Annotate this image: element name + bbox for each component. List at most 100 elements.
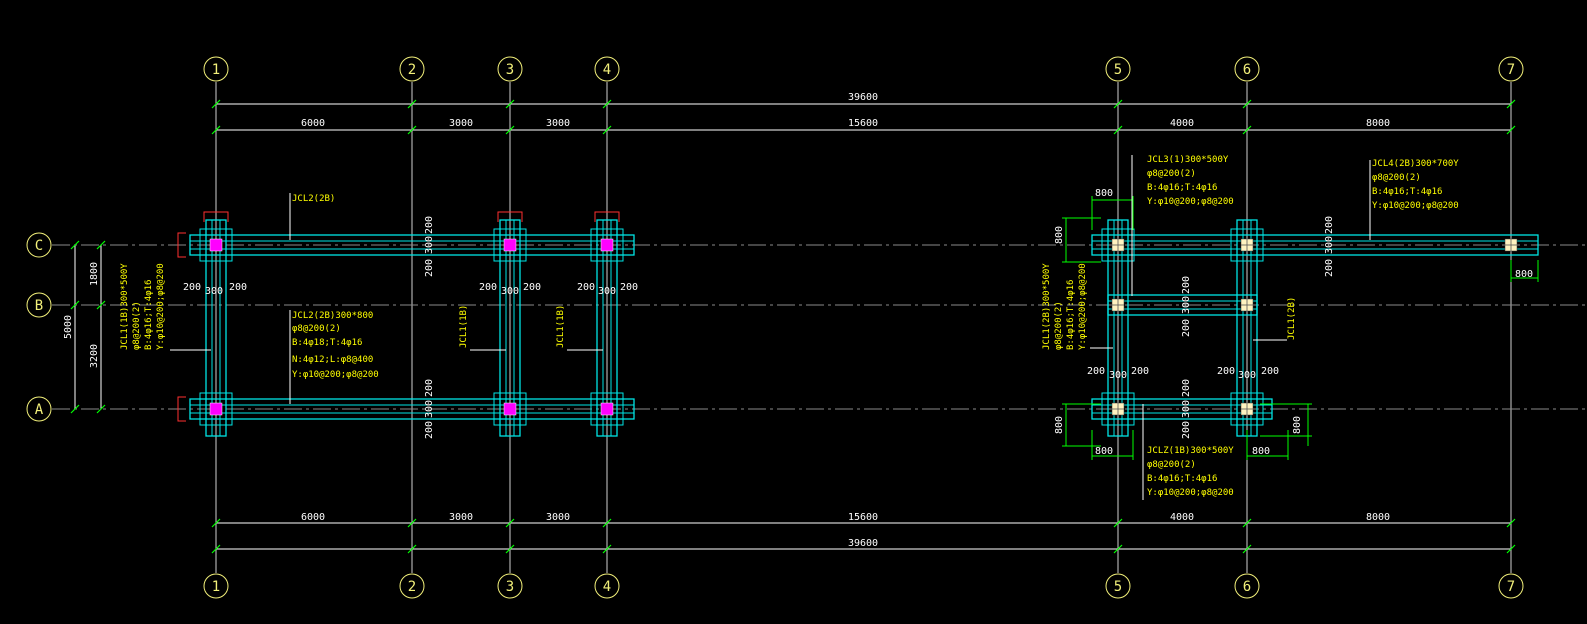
svg-text:JCL1(2B): JCL1(2B) [1287, 297, 1297, 340]
note-jcl1-left: JCL1(1B)300*500Y φ8@200(2) B:4φ16;T:4φ16… [120, 263, 211, 351]
width-label-200: 200 [523, 282, 541, 293]
axis-bubble-A: A [26, 396, 52, 422]
svg-text:JCL1(1B)300*500Y: JCL1(1B)300*500Y [120, 263, 130, 350]
svg-text:6: 6 [1243, 579, 1251, 595]
svg-text:7: 7 [1507, 579, 1515, 595]
axis-bubble-7-bottom: 7 [1498, 573, 1524, 599]
pad [493, 392, 527, 426]
width-label-200: 200 [577, 282, 595, 293]
red-end-mark [497, 211, 523, 222]
width-label-800: 800 [1252, 446, 1270, 457]
column-magenta [600, 238, 614, 252]
dim-tick [407, 99, 417, 109]
width-label-300: 300 [1324, 236, 1335, 254]
dim-tick [70, 240, 80, 250]
beam-col-5 [1107, 219, 1129, 437]
dim-tick [407, 125, 417, 135]
dim-tick [96, 300, 106, 310]
axis-bubble-C: C [26, 232, 52, 258]
svg-text:3: 3 [506, 62, 514, 78]
dim-tick [407, 544, 417, 554]
width-label-300: 300 [424, 236, 435, 254]
dimension-lines [70, 99, 1516, 554]
width-label-200: 200 [1217, 366, 1235, 377]
width-label-200: 200 [479, 282, 497, 293]
axis-bubble-1-top: 1 [203, 56, 229, 82]
dim-tick [1506, 544, 1516, 554]
note-jcl3: JCL3(1)300*500Y φ8@200(2) B:4φ16;T:4φ16 … [1131, 155, 1234, 296]
pad [590, 392, 624, 426]
svg-text:Y:φ10@200;φ8@200: Y:φ10@200;φ8@200 [1147, 488, 1234, 498]
dim-tick [602, 544, 612, 554]
dim-tick [1242, 99, 1252, 109]
svg-text:Y:φ10@200;φ8@200: Y:φ10@200;φ8@200 [292, 370, 379, 380]
pad [1230, 228, 1264, 262]
svg-text:JCL1(2B)300*500Y: JCL1(2B)300*500Y [1042, 263, 1052, 350]
svg-text:φ8@200(2): φ8@200(2) [1054, 301, 1064, 350]
axis-bubble-4-bottom: 4 [594, 573, 620, 599]
width-label-200: 200 [1131, 366, 1149, 377]
width-label-200: 200 [1181, 319, 1192, 337]
svg-text:JCL1(1B): JCL1(1B) [459, 305, 469, 348]
width-label-800: 800 [1515, 269, 1533, 280]
dim-tick [1113, 125, 1123, 135]
dim-top-overall: 39600 [848, 92, 878, 103]
dim-tick [211, 99, 221, 109]
width-label-200: 200 [424, 421, 435, 439]
svg-text:1: 1 [212, 62, 220, 78]
dim-top-seg-6: 8000 [1366, 118, 1390, 129]
svg-text:φ8@200(2): φ8@200(2) [1147, 169, 1196, 179]
svg-text:B:4φ16;T:4φ16: B:4φ16;T:4φ16 [144, 280, 154, 350]
axis-bubble-5-bottom: 5 [1105, 573, 1131, 599]
width-label-200: 200 [424, 216, 435, 234]
width-label-300: 300 [598, 286, 616, 297]
svg-text:JCLZ(1B)300*500Y: JCLZ(1B)300*500Y [1147, 446, 1234, 456]
width-label-800: 800 [1095, 188, 1113, 199]
svg-text:JCL3(1)300*500Y: JCL3(1)300*500Y [1147, 155, 1229, 165]
axis-bubble-2-top: 2 [399, 56, 425, 82]
beam-col-3 [499, 219, 521, 437]
svg-text:2: 2 [408, 62, 416, 78]
note-jcl1-right: JCL1(2B)300*500Y φ8@200(2) B:4φ16;T:4φ16… [1042, 263, 1113, 350]
dim-tick [505, 544, 515, 554]
note-jcl4: JCL4(2B)300*700Y φ8@200(2) B:4φ16;T:4φ16… [1369, 159, 1459, 240]
dim-tick [70, 404, 80, 414]
svg-text:3: 3 [506, 579, 514, 595]
dim-tick [602, 99, 612, 109]
width-label-200: 200 [424, 259, 435, 277]
dim-top-seg-1: 6000 [301, 118, 325, 129]
dim-top-seg-2: 3000 [449, 118, 473, 129]
axis-bubble-6-bottom: 6 [1234, 573, 1260, 599]
dim-tick [602, 518, 612, 528]
dim-bottom-seg-6: 8000 [1366, 512, 1390, 523]
svg-text:4: 4 [603, 579, 611, 595]
pad [199, 228, 233, 262]
svg-text:C: C [35, 238, 43, 254]
dim-tick [1506, 518, 1516, 528]
beam-left-A [189, 398, 635, 420]
pad [199, 392, 233, 426]
pad [1101, 228, 1135, 262]
svg-text:B:4φ16;T:4φ16: B:4φ16;T:4φ16 [1147, 474, 1217, 484]
width-label-300: 300 [1181, 296, 1192, 314]
red-end-mark [203, 211, 229, 222]
beam-left-C [189, 234, 635, 256]
width-label-200: 200 [424, 379, 435, 397]
dim-top-seg-3: 3000 [546, 118, 570, 129]
dim-tick [1506, 125, 1516, 135]
axis-bubble-5-top: 5 [1105, 56, 1131, 82]
axis-bubble-4-top: 4 [594, 56, 620, 82]
column-magenta [600, 402, 614, 416]
svg-text:φ8@200(2): φ8@200(2) [1372, 173, 1421, 183]
pad [1230, 392, 1264, 426]
svg-text:1: 1 [212, 579, 220, 595]
note-jclz: JCLZ(1B)300*500Y φ8@200(2) B:4φ16;T:4φ16… [1142, 404, 1234, 500]
width-label-800: 800 [1054, 226, 1065, 244]
column-magenta [503, 238, 517, 252]
left-dimension-texts: 5000 1800 3200 [63, 262, 100, 368]
width-label-200: 200 [1087, 366, 1105, 377]
width-label-300: 300 [205, 286, 223, 297]
dim-left-seg-1: 1800 [89, 262, 100, 286]
